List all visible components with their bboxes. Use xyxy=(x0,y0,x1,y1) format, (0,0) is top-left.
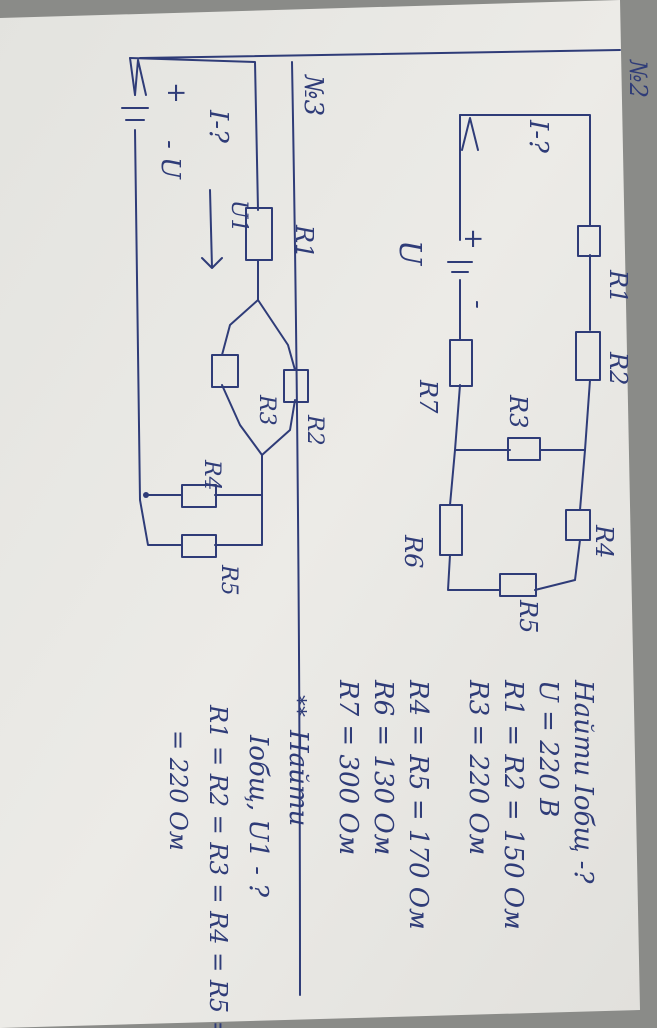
resistor-r4 xyxy=(565,509,591,541)
current-arrow-icon xyxy=(134,59,147,96)
given-line: Найти Iобщ -? xyxy=(568,679,598,884)
label-r3: R3 xyxy=(504,394,532,428)
plus-sign: + xyxy=(458,228,488,250)
given-line: U = 220 В xyxy=(533,680,563,817)
label-r5: R5 xyxy=(216,564,241,596)
voltage-u1-arrow-icon xyxy=(201,189,223,269)
given-line: Найти xyxy=(283,729,313,826)
resistor-r7 xyxy=(449,339,473,387)
label-r1: R1 xyxy=(290,224,318,258)
label-r2: R2 xyxy=(604,351,632,385)
voltage-label: U xyxy=(392,240,427,267)
plus-sign: + xyxy=(161,82,191,104)
current-arrow-icon xyxy=(461,117,479,151)
given-line: Iобщ, U1 - ? xyxy=(243,734,273,898)
resistor-r3 xyxy=(507,437,541,461)
given-line: R7 = 300 Ом xyxy=(333,679,363,855)
divider-line xyxy=(291,61,301,996)
paper-sheet xyxy=(0,0,640,1028)
resistor-r2 xyxy=(283,369,309,403)
resistor-r3 xyxy=(211,354,239,388)
current-label: I-? xyxy=(203,109,233,144)
circuit-problem-2: R1 R2 R7 R3 R4 R6 R5 I-? + - U №2 xyxy=(392,59,652,633)
resistor-r1 xyxy=(577,225,601,257)
given-line: = 220 Ом xyxy=(164,730,192,851)
label-r6: R6 xyxy=(399,534,427,568)
star-mark: ** xyxy=(284,695,309,717)
given-line: R4 = R5 = 170 Ом xyxy=(403,679,433,930)
label-r3: R3 xyxy=(254,394,279,426)
given-line: R1 = R2 = 150 Ом xyxy=(498,679,528,930)
label-r1: R1 xyxy=(604,269,632,303)
given-line: R1 = R2 = R3 = R4 = R5 = xyxy=(204,704,232,1028)
label-r4: R4 xyxy=(590,524,618,558)
given-line: R3 = 220 Ом xyxy=(463,679,493,855)
label-u1: U1 xyxy=(226,200,251,233)
label-r5: R5 xyxy=(514,599,542,633)
label-r2: R2 xyxy=(302,414,327,446)
given-line: R6 = 130 Ом xyxy=(368,679,398,855)
resistor-r5 xyxy=(181,534,217,558)
resistor-r6 xyxy=(439,504,463,556)
resistor-r5 xyxy=(499,573,537,597)
problem-number-2: №2 xyxy=(624,59,652,98)
circuit-problem-3: R1 R2 R3 R4 R5 U1 I-? + - U №3 xyxy=(121,57,328,596)
minus-sign: - xyxy=(463,300,493,309)
problem-number-3: №3 xyxy=(298,74,328,116)
top-rule-line xyxy=(139,49,621,59)
resistor-r2 xyxy=(575,331,601,381)
junction-dot xyxy=(143,492,149,498)
label-r7: R7 xyxy=(414,379,442,414)
minus-voltage-label: - U xyxy=(155,140,185,180)
label-r4: R4 xyxy=(199,459,224,491)
resistor-r1 xyxy=(245,207,273,261)
given-block-problem-3: ** Найти Iобщ, U1 - ? R1 = R2 = R3 = R4 … xyxy=(164,695,313,1028)
resistor-r4 xyxy=(181,484,217,508)
given-block-problem-2: Найти Iобщ -? U = 220 В R1 = R2 = 150 Ом… xyxy=(333,679,598,930)
current-label: I-? xyxy=(523,119,553,154)
